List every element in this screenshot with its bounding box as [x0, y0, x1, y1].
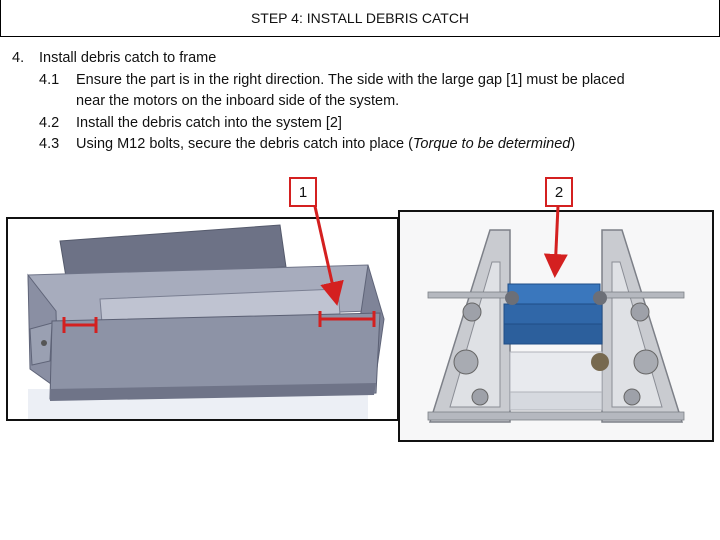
callout-2-box: 2 — [545, 177, 573, 207]
debris-catch-illustration — [27, 224, 385, 419]
step-text: Ensure the part is in the right directio… — [76, 71, 625, 88]
step-4-1: 4.1 Ensure the part is in the right direc… — [12, 70, 625, 92]
step-4: 4. Install debris catch to frame — [12, 48, 625, 70]
callout-1-box: 1 — [289, 177, 317, 207]
step-text: Using M12 bolts, secure the debris catch… — [76, 136, 413, 152]
step-number: 4. — [12, 50, 25, 66]
debris-catch-installed — [503, 283, 603, 345]
gap-marker-right — [318, 311, 376, 327]
arrow-callout-2 — [543, 205, 568, 278]
step-4-2: 4.2 Install the debris catch into the sys… — [12, 113, 625, 135]
arrow-callout-1 — [312, 201, 344, 306]
step-text: Install the debris catch into the system… — [76, 114, 342, 131]
debris-catch-render — [6, 217, 399, 421]
system-install-render — [398, 210, 714, 442]
callout-2-label: 2 — [554, 183, 564, 201]
instruction-list: 4. Install debris catch to frame 4.1 Ensur… — [12, 48, 625, 156]
step-number: 4.3 — [39, 136, 60, 152]
callout-1-label: 1 — [298, 183, 308, 201]
gap-marker-left — [62, 317, 98, 333]
torque-note: Torque to be determined — [412, 136, 571, 152]
step-text-end: ) — [570, 136, 576, 152]
step-number: 4.2 — [39, 114, 60, 131]
step-text: Install debris catch to frame — [39, 50, 217, 66]
step-text: near the motors on the inboard side of t… — [76, 93, 400, 109]
slide-title: STEP 4: INSTALL DEBRIS CATCH — [250, 10, 470, 26]
step-4-1-continued: near the motors on the inboard side of t… — [12, 91, 625, 113]
step-4-3: 4.3 Using M12 bolts, secure the debris ca… — [12, 134, 625, 156]
step-number: 4.1 — [39, 71, 60, 88]
